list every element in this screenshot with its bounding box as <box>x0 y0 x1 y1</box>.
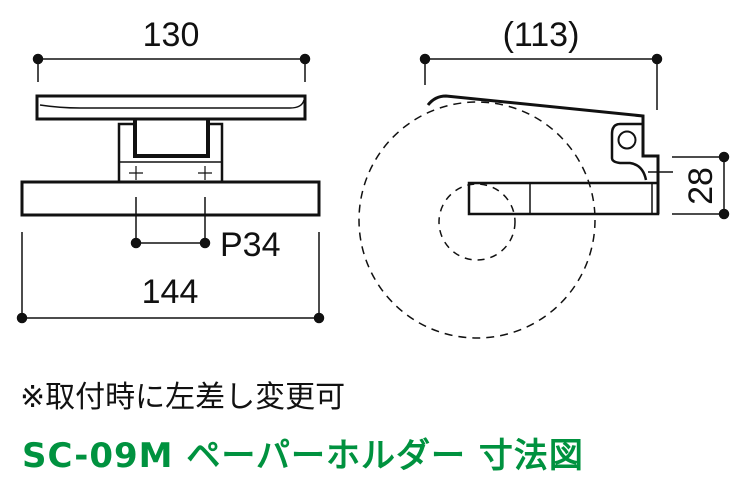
mounting-note: ※取付時に左差し変更可 <box>20 380 346 415</box>
hinge <box>610 122 648 181</box>
dim-label-p34: P34 <box>220 226 281 264</box>
dim-dot <box>32 53 44 65</box>
bracket-channel <box>133 120 210 158</box>
dim-label-144: 144 <box>142 273 199 311</box>
dim-dot <box>299 53 311 65</box>
cover-plate <box>35 94 307 121</box>
paper-core-outline <box>438 183 516 261</box>
cover-side <box>426 94 660 214</box>
side-view <box>358 53 730 339</box>
base-plate-side <box>467 181 660 216</box>
front-view <box>16 53 325 324</box>
drawing-title: SC-09M ペーパーホルダー 寸法図 <box>22 436 584 476</box>
dim-label-113: (113) <box>503 16 580 54</box>
dim-label-28: 28 <box>682 167 720 205</box>
hinge-pin <box>617 130 637 150</box>
paper-roll-outline <box>358 101 596 339</box>
screw-marks <box>129 166 212 180</box>
dim-label-130: 130 <box>143 16 200 54</box>
base-plate <box>20 180 321 217</box>
